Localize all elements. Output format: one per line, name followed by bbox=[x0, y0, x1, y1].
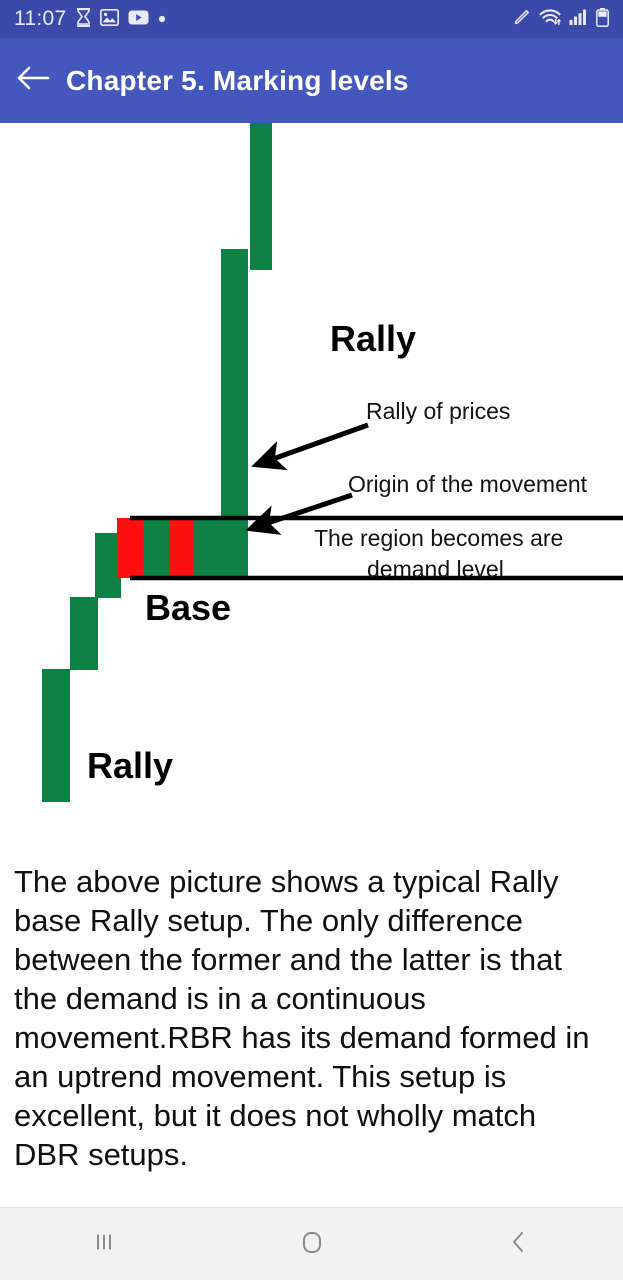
youtube-icon bbox=[128, 10, 149, 29]
status-bar: 11:07 bbox=[0, 0, 623, 38]
chart-figure: Rally Rally of prices Origin of the move… bbox=[0, 123, 623, 843]
status-bar-left: 11:07 bbox=[14, 7, 166, 31]
status-clock: 11:07 bbox=[14, 7, 67, 30]
rally-top-label: Rally bbox=[330, 318, 417, 359]
page-title: Chapter 5. Marking levels bbox=[66, 64, 409, 96]
body-paragraph: The above picture shows a typical Rally … bbox=[14, 864, 590, 1172]
back-arrow-icon bbox=[16, 64, 50, 97]
rally-bottom-label: Rally bbox=[87, 745, 174, 786]
dot-indicator-icon bbox=[158, 11, 166, 27]
rally-of-prices-label: Rally of prices bbox=[366, 398, 511, 424]
demand-region-label-line1: The region becomes are bbox=[314, 525, 564, 551]
app-bar: Chapter 5. Marking levels bbox=[0, 38, 623, 123]
back-button[interactable] bbox=[415, 1208, 623, 1280]
origin-of-movement-label: Origin of the movement bbox=[348, 471, 588, 497]
back-chevron-icon bbox=[507, 1229, 531, 1260]
candle-3-bullish bbox=[95, 533, 121, 598]
rally-of-prices-arrow bbox=[251, 422, 369, 471]
demand-region-label-line2: demand level bbox=[367, 556, 504, 582]
base-label: Base bbox=[145, 587, 232, 628]
home-button[interactable] bbox=[208, 1208, 416, 1280]
recents-button[interactable] bbox=[0, 1208, 208, 1280]
candle-1-bullish bbox=[42, 669, 70, 802]
hourglass-icon bbox=[76, 7, 91, 31]
candle-4-bearish bbox=[117, 518, 143, 578]
wifi-icon bbox=[539, 8, 561, 30]
candle-2-bullish bbox=[70, 597, 98, 670]
back-navigation-button[interactable] bbox=[0, 64, 66, 97]
status-bar-right bbox=[513, 7, 609, 31]
recents-icon bbox=[91, 1229, 117, 1260]
candle-9-bullish bbox=[250, 123, 272, 270]
origin-of-movement-arrow bbox=[245, 492, 353, 535]
chart-annotation-layer bbox=[130, 422, 623, 581]
candle-8-bullish bbox=[221, 249, 248, 578]
system-navigation-bar bbox=[0, 1207, 623, 1280]
signal-bars-icon bbox=[569, 9, 588, 29]
pencil-icon bbox=[513, 8, 531, 30]
battery-icon bbox=[596, 7, 609, 31]
candle-6-bearish bbox=[169, 518, 193, 578]
home-icon bbox=[299, 1228, 325, 1261]
candle-5-bullish bbox=[143, 518, 169, 578]
image-icon bbox=[99, 8, 119, 30]
